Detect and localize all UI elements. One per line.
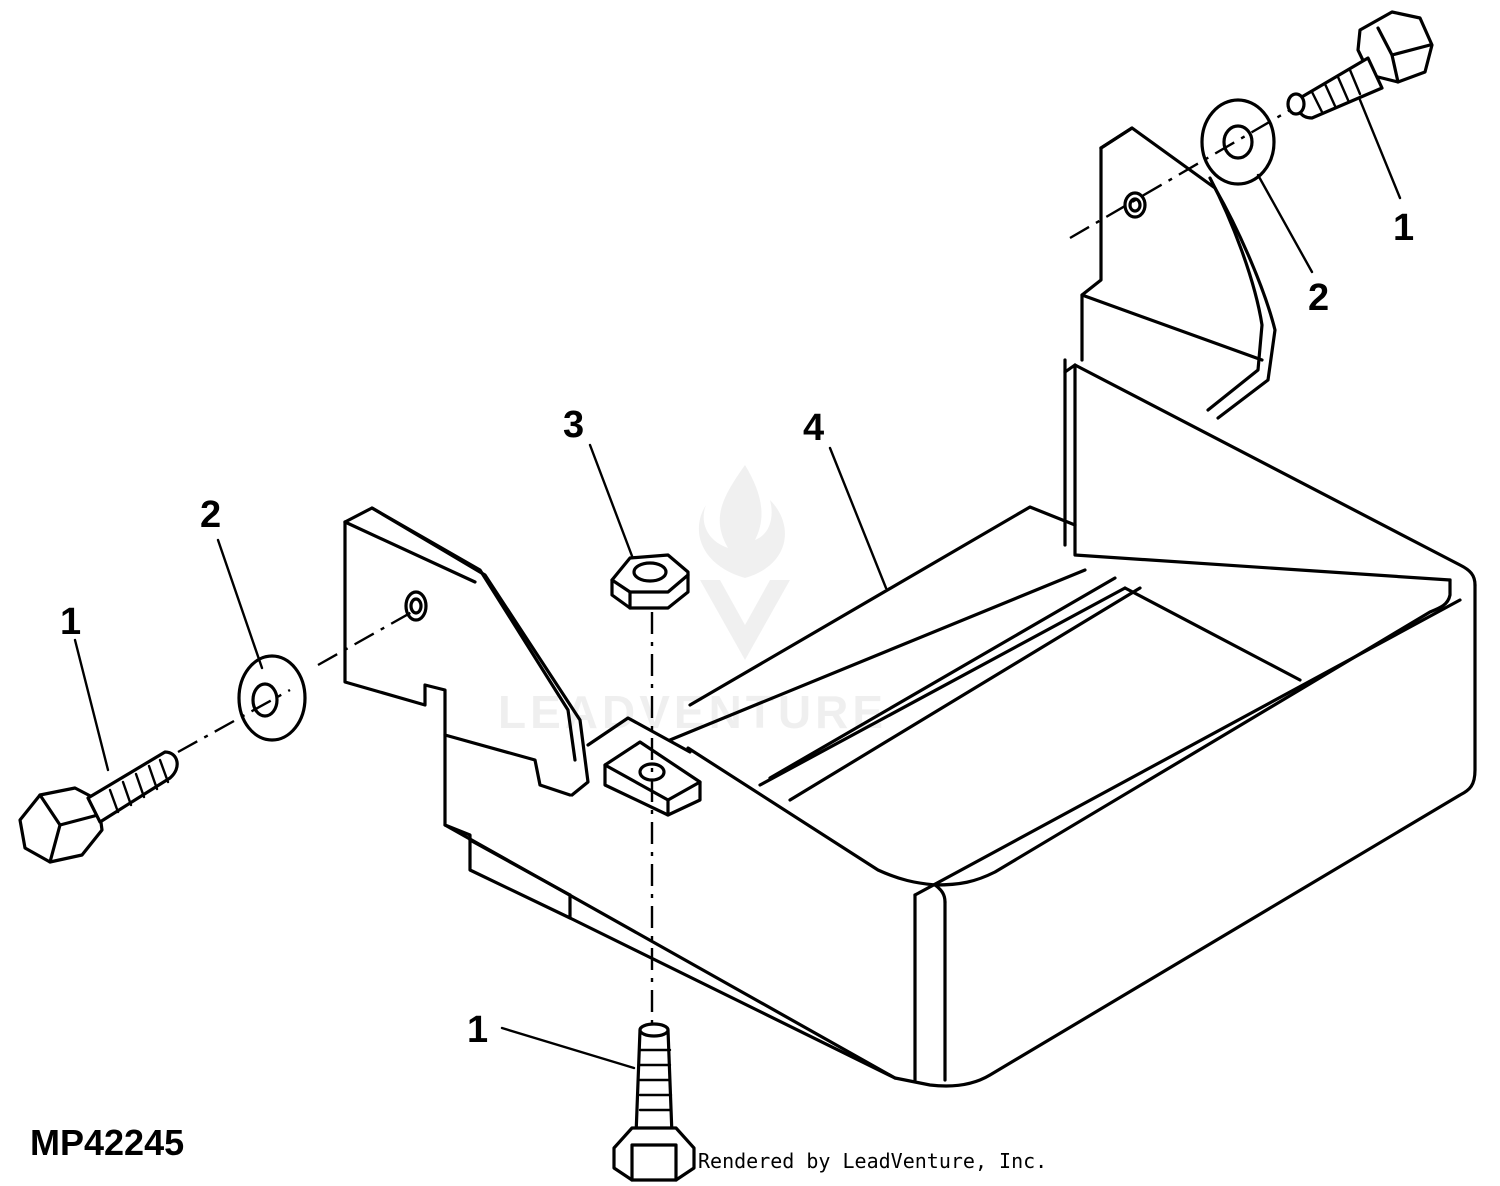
callout-washer-top-right: 2 bbox=[1308, 277, 1329, 319]
support-bracket bbox=[343, 126, 1477, 1088]
callout-nut: 3 bbox=[563, 404, 584, 446]
callout-washer-left: 2 bbox=[200, 494, 221, 536]
bolt-bottom bbox=[612, 1022, 696, 1182]
assembly-line-left bbox=[177, 688, 291, 754]
assembly-line-left-plate bbox=[317, 610, 413, 667]
washer-top-right bbox=[1200, 98, 1276, 186]
bolt-left bbox=[18, 750, 179, 864]
watermark: LEADVENTURE bbox=[498, 465, 883, 738]
leadventure-flame-logo bbox=[698, 465, 790, 660]
hex-nut bbox=[610, 553, 690, 610]
assembly-line-top-right bbox=[1069, 108, 1291, 240]
callout-bolt-top-right: 1 bbox=[1393, 207, 1414, 249]
washer-left bbox=[237, 654, 307, 742]
callout-bracket: 4 bbox=[803, 407, 824, 449]
callout-bolt-bottom: 1 bbox=[467, 1009, 488, 1051]
bolt-top-right bbox=[1286, 10, 1434, 120]
figure-id: MP42245 bbox=[30, 1122, 184, 1163]
callout-bolt-left: 1 bbox=[60, 601, 81, 643]
leader-lines bbox=[73, 98, 1402, 1070]
render-credit: Rendered by LeadVenture, Inc. bbox=[698, 1149, 1047, 1173]
